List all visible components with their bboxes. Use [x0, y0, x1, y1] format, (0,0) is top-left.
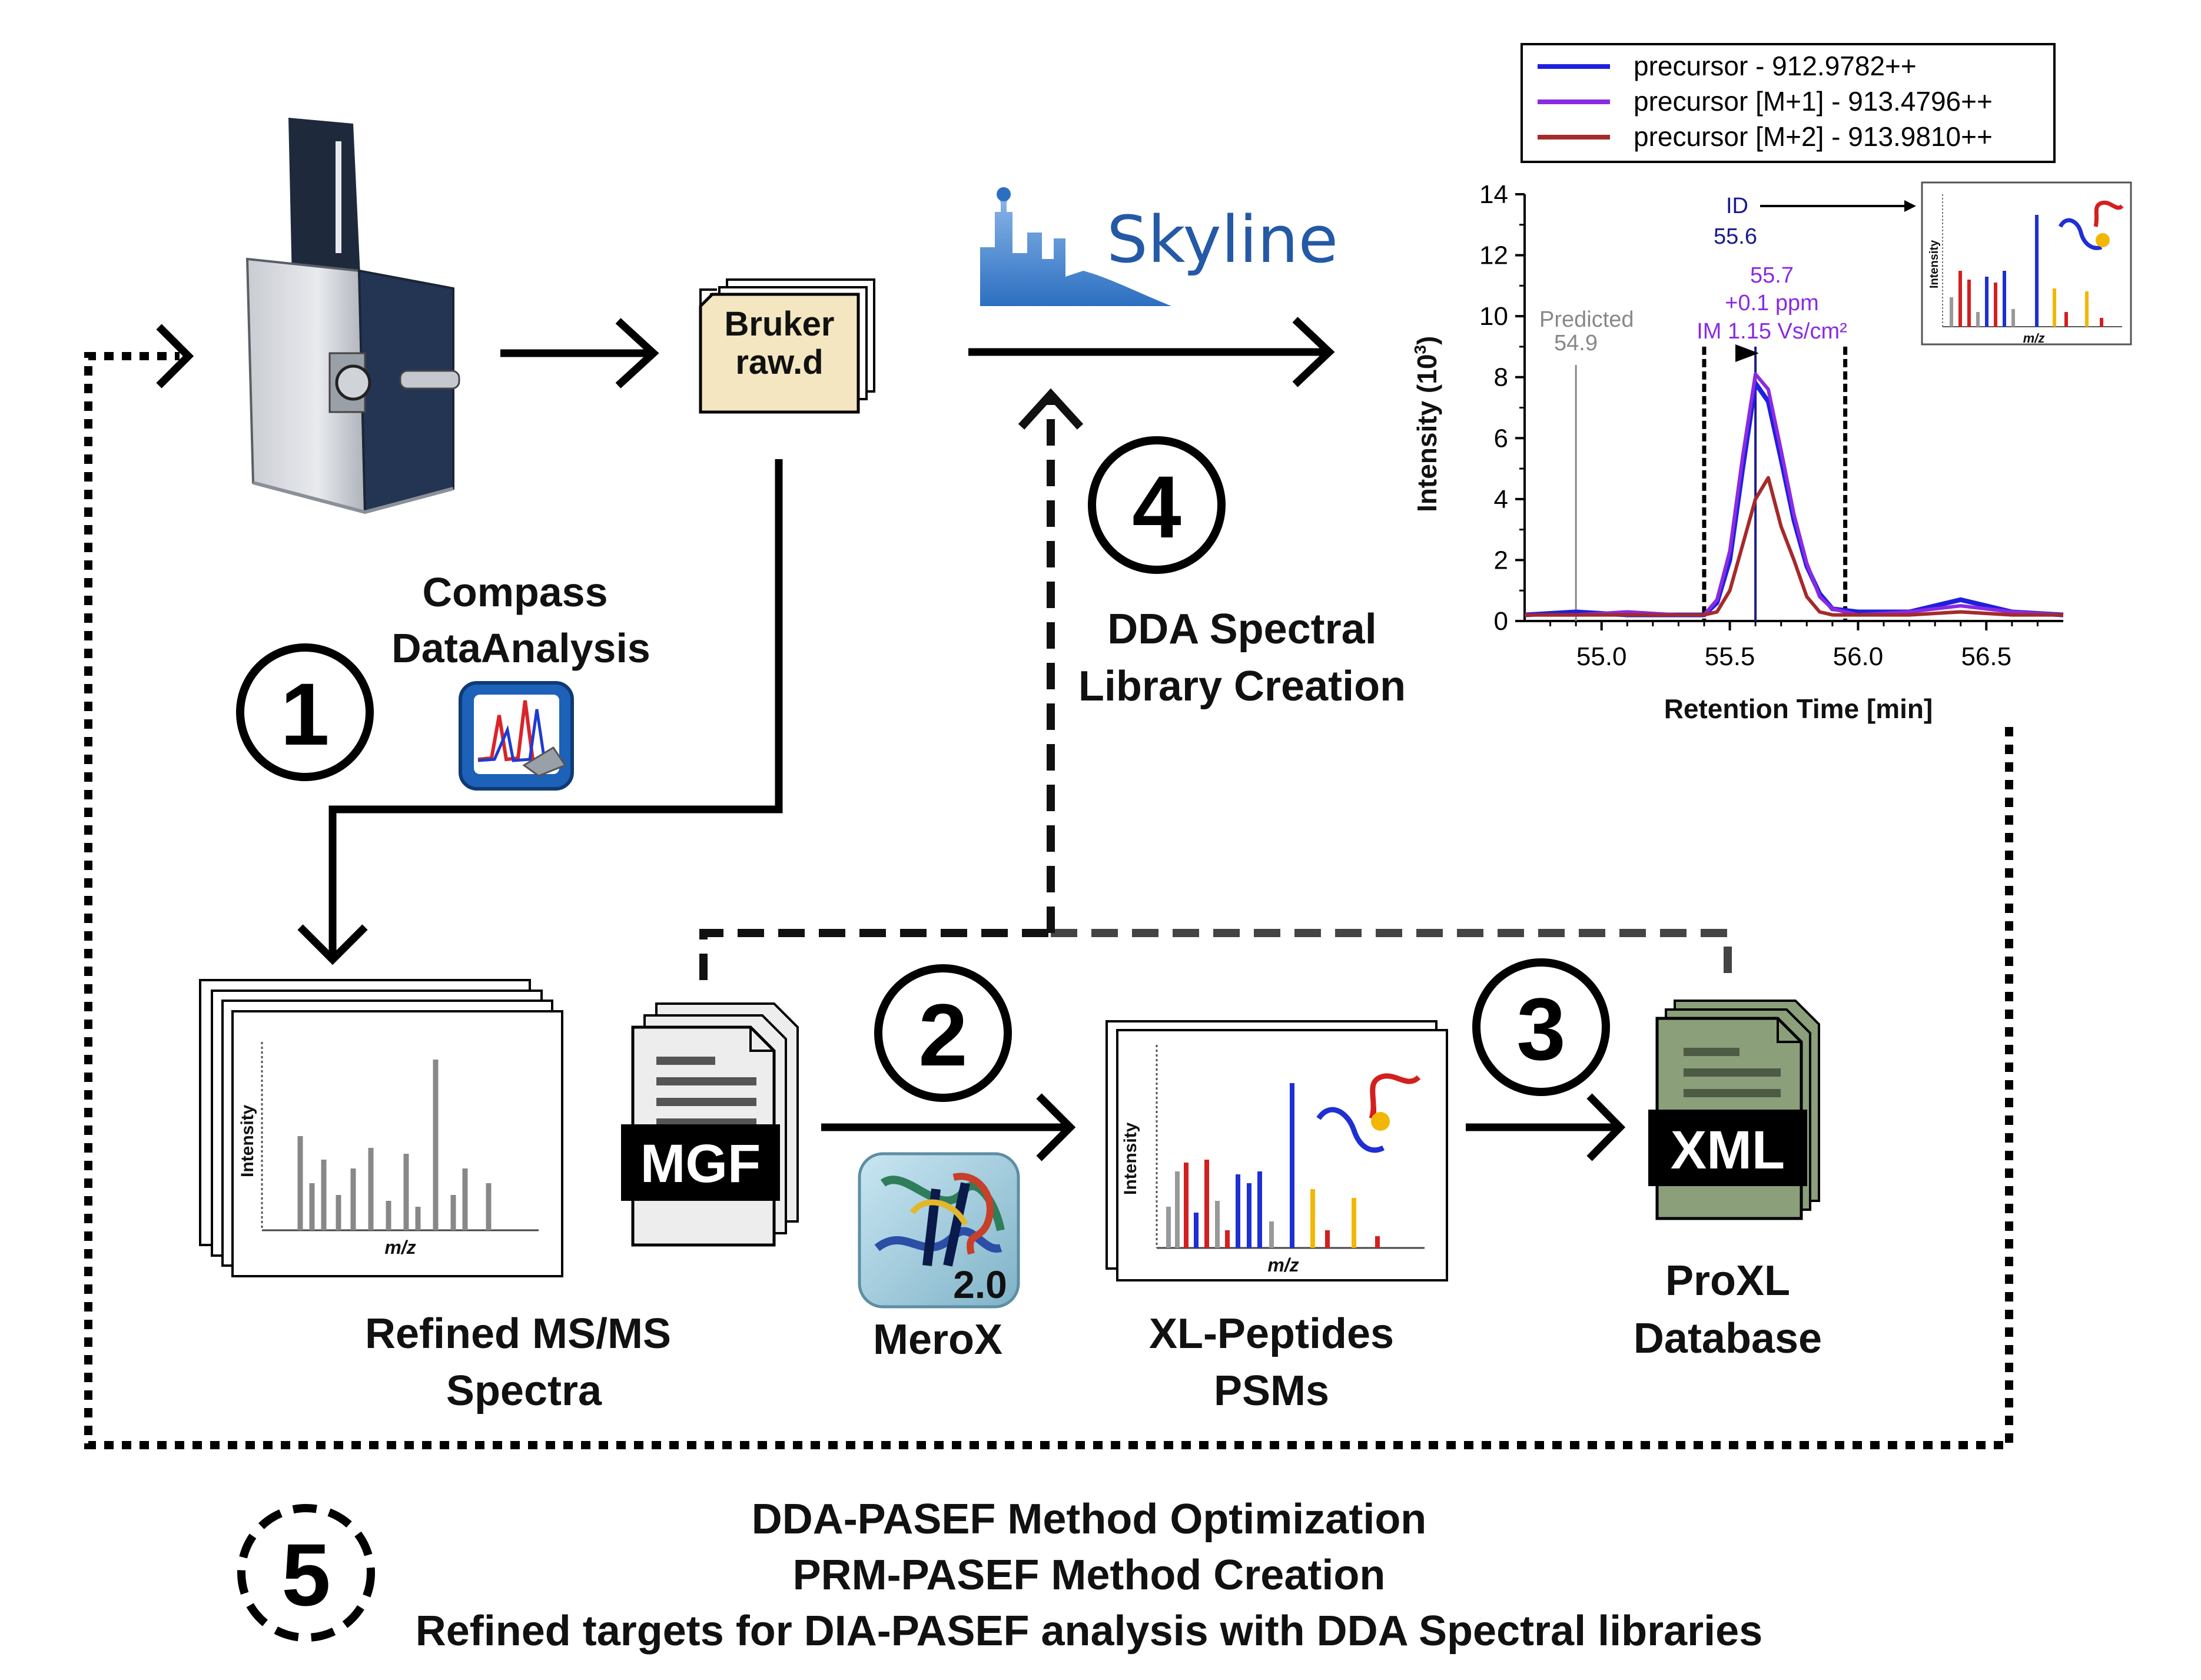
refined-spectra-stack-icon	[199, 979, 563, 1277]
dotted-loop-arrowhead	[156, 324, 194, 389]
step-1-number: 1	[280, 665, 329, 763]
bruker-raw-file-icon	[699, 278, 875, 414]
proxl-label-line2: Database	[1634, 1315, 1822, 1362]
annotation-peak-rt: 55.7	[1750, 263, 1794, 288]
annotation-peak-im: IM 1.15 Vs/cm²	[1697, 319, 1847, 344]
spectra-ylabel: Intensity	[238, 1104, 257, 1177]
step-2-number: 2	[918, 985, 967, 1084]
merox-version: 2.0	[953, 1263, 1007, 1306]
inset-xlabel: m/z	[2023, 331, 2045, 346]
annotation-predicted-label: Predicted	[1539, 307, 1634, 332]
step-3-badge	[1472, 958, 1610, 1096]
chart-x-tick-label: 55.5	[1705, 642, 1755, 671]
dashed-arrow-to-skyline	[699, 388, 1732, 980]
spectra-xlabel: m/z	[384, 1237, 416, 1258]
merox-label: MeroX	[873, 1316, 1002, 1363]
step-3-number: 3	[1516, 980, 1565, 1078]
step-5-badge	[237, 1504, 375, 1642]
xml-tag: XML	[1671, 1120, 1785, 1180]
annotation-id-arrow	[1760, 200, 1916, 212]
bottom-text-line3: Refined targets for DIA-PASEF analysis w…	[416, 1608, 1763, 1655]
chart-series-line	[1524, 381, 2064, 617]
annotation-peak-marker	[1735, 344, 1759, 362]
merox-logo-icon	[858, 1152, 1020, 1309]
arrow-mgf-to-xl	[821, 1093, 1076, 1161]
chart-y-tick-label: 2	[1494, 546, 1508, 575]
step-4-badge	[1088, 436, 1226, 574]
bottom-text-line1: DDA-PASEF Method Optimization	[752, 1496, 1427, 1543]
chart-series-line	[1525, 372, 2064, 617]
skyline-logo-text: Skyline	[1107, 202, 1338, 277]
legend-label: precursor [M+1] - 913.4796++	[1634, 86, 1993, 117]
annotation-id-label: ID	[1726, 194, 1748, 218]
raw-file-label-line1: Bruker	[725, 305, 835, 343]
chart-x-tick-label: 55.0	[1576, 642, 1627, 671]
chart-x-tick-label: 56.5	[1961, 642, 2011, 671]
bottom-text-line2: PRM-PASEF Method Creation	[793, 1552, 1386, 1599]
arrow-raw-to-spectra	[297, 459, 783, 965]
inset-ylabel: Intensity	[1928, 240, 1941, 288]
chart-series-line	[1525, 476, 2063, 617]
mass-spectrometer-icon	[245, 118, 460, 514]
spectra-label-line1: Refined MS/MS	[365, 1310, 671, 1357]
chart-y-tick-label: 14	[1479, 180, 1508, 209]
annotation-id-value: 55.6	[1714, 224, 1757, 249]
raw-file-label-line2: raw.d	[735, 343, 823, 381]
chart-x-tick-label: 56.0	[1833, 642, 1884, 671]
chart-ylabel-close: )	[1412, 336, 1442, 345]
chart-y-tick-label: 10	[1479, 302, 1508, 331]
dataanalysis-app-icon	[459, 681, 574, 791]
chart-y-tick-label: 4	[1494, 485, 1508, 514]
instrument-label-line1: Compass	[422, 569, 607, 615]
chart-y-tick-label: 12	[1479, 241, 1508, 270]
proxl-label-line1: ProXL	[1665, 1257, 1790, 1304]
arrow-instrument-to-raw	[500, 318, 659, 389]
chart-ylabel-main: Intensity (10	[1412, 354, 1442, 512]
mgf-tag: MGF	[640, 1134, 761, 1194]
chart-y-tick-label: 0	[1494, 607, 1508, 636]
step-5-number: 5	[281, 1525, 330, 1624]
chromatogram-chart: precursor - 912.9782++ precursor [M+1] - …	[1411, 43, 2132, 724]
xl-label-line2: PSMs	[1214, 1367, 1329, 1415]
xl-label-line1: XL-Peptides	[1149, 1310, 1394, 1357]
arrow-xl-to-xml	[1466, 1093, 1626, 1161]
xl-xlabel: m/z	[1267, 1254, 1299, 1276]
instrument-label-line2: DataAnalysis	[391, 625, 650, 671]
chart-ylabel-sup: 3	[1411, 345, 1429, 354]
skyline-logo-icon	[980, 187, 1171, 306]
chart-y-tick-label: 6	[1494, 424, 1508, 453]
chart-legend-box	[1521, 43, 2056, 163]
arrow-skyline-to-chart	[968, 317, 1335, 387]
step-1-badge	[236, 643, 374, 781]
xml-file-icon	[1648, 1000, 1820, 1220]
chart-y-tick-label: 8	[1494, 363, 1508, 392]
annotation-predicted-value: 54.9	[1554, 331, 1598, 356]
xl-peptide-spectrum-icon	[1106, 1020, 1448, 1281]
chart-ylabel: Intensity (103)	[1411, 336, 1442, 512]
step-4-label-line2: Library Creation	[1078, 663, 1406, 710]
chart-xlabel: Retention Time [min]	[1664, 693, 1933, 724]
step-4-number: 4	[1132, 457, 1181, 556]
spectra-label-line2: Spectra	[446, 1367, 602, 1415]
annotation-peak-ppm: +0.1 ppm	[1725, 291, 1819, 316]
legend-label: precursor [M+2] - 913.9810++	[1634, 121, 1993, 152]
step-4-label-line1: DDA Spectral	[1107, 606, 1376, 653]
chart-inset-spectrum	[1921, 181, 2132, 346]
dotted-feedback-loop	[84, 352, 2013, 1449]
mgf-file-icon	[621, 1002, 799, 1247]
legend-label: precursor - 912.9782++	[1634, 51, 1917, 81]
step-2-badge	[874, 964, 1012, 1102]
xl-ylabel: Intensity	[1121, 1122, 1140, 1195]
